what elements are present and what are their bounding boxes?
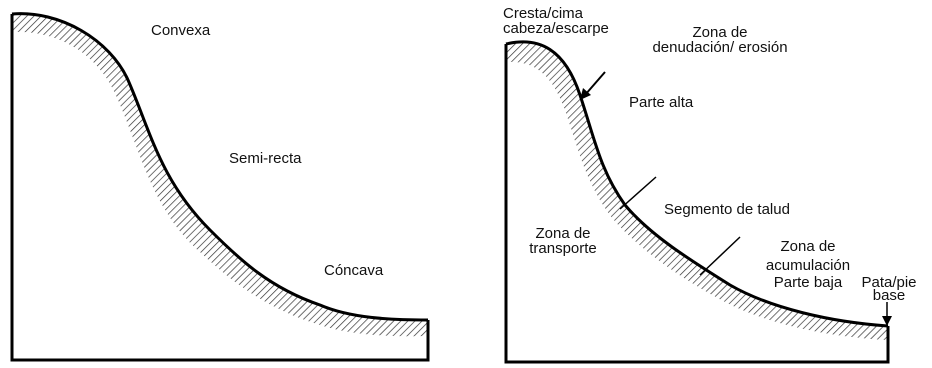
label-zona-acumulacion-line2: acumulación (755, 258, 861, 273)
left-slope-profile (12, 14, 428, 360)
segment-tick-lower (700, 237, 740, 275)
label-pata-pie: Pata/pie base (858, 276, 920, 302)
label-concava: Cóncava (324, 263, 383, 278)
label-zona-acumulacion-line1: Zona de (755, 239, 861, 254)
label-zona-denudacion-line2: denudación/ erosión (640, 40, 800, 55)
label-zona-denudacion-line1: Zona de (640, 25, 800, 40)
label-zona-transporte-line1: Zona de (520, 226, 606, 241)
label-zona-acumulacion: Zona de acumulación Parte baja (755, 239, 861, 290)
label-zona-denudacion: Zona de denudación/ erosión (640, 25, 800, 55)
label-parte-baja: Parte baja (755, 275, 861, 290)
crest-arrow-line (585, 72, 605, 95)
label-parte-alta: Parte alta (629, 95, 693, 110)
label-convexa: Convexa (151, 23, 210, 38)
label-zona-transporte: Zona de transporte (520, 226, 606, 256)
label-segmento-talud: Segmento de talud (664, 202, 790, 217)
left-frame (12, 14, 428, 360)
left-soil-layer (12, 14, 428, 337)
label-semi-recta: Semi-recta (229, 151, 302, 166)
right-soil-layer (506, 42, 888, 340)
label-cresta: Cresta/cima (503, 6, 583, 21)
label-cabeza: cabeza/escarpe (503, 21, 609, 36)
label-zona-transporte-line2: transporte (520, 241, 606, 256)
segment-tick-upper (620, 177, 656, 209)
